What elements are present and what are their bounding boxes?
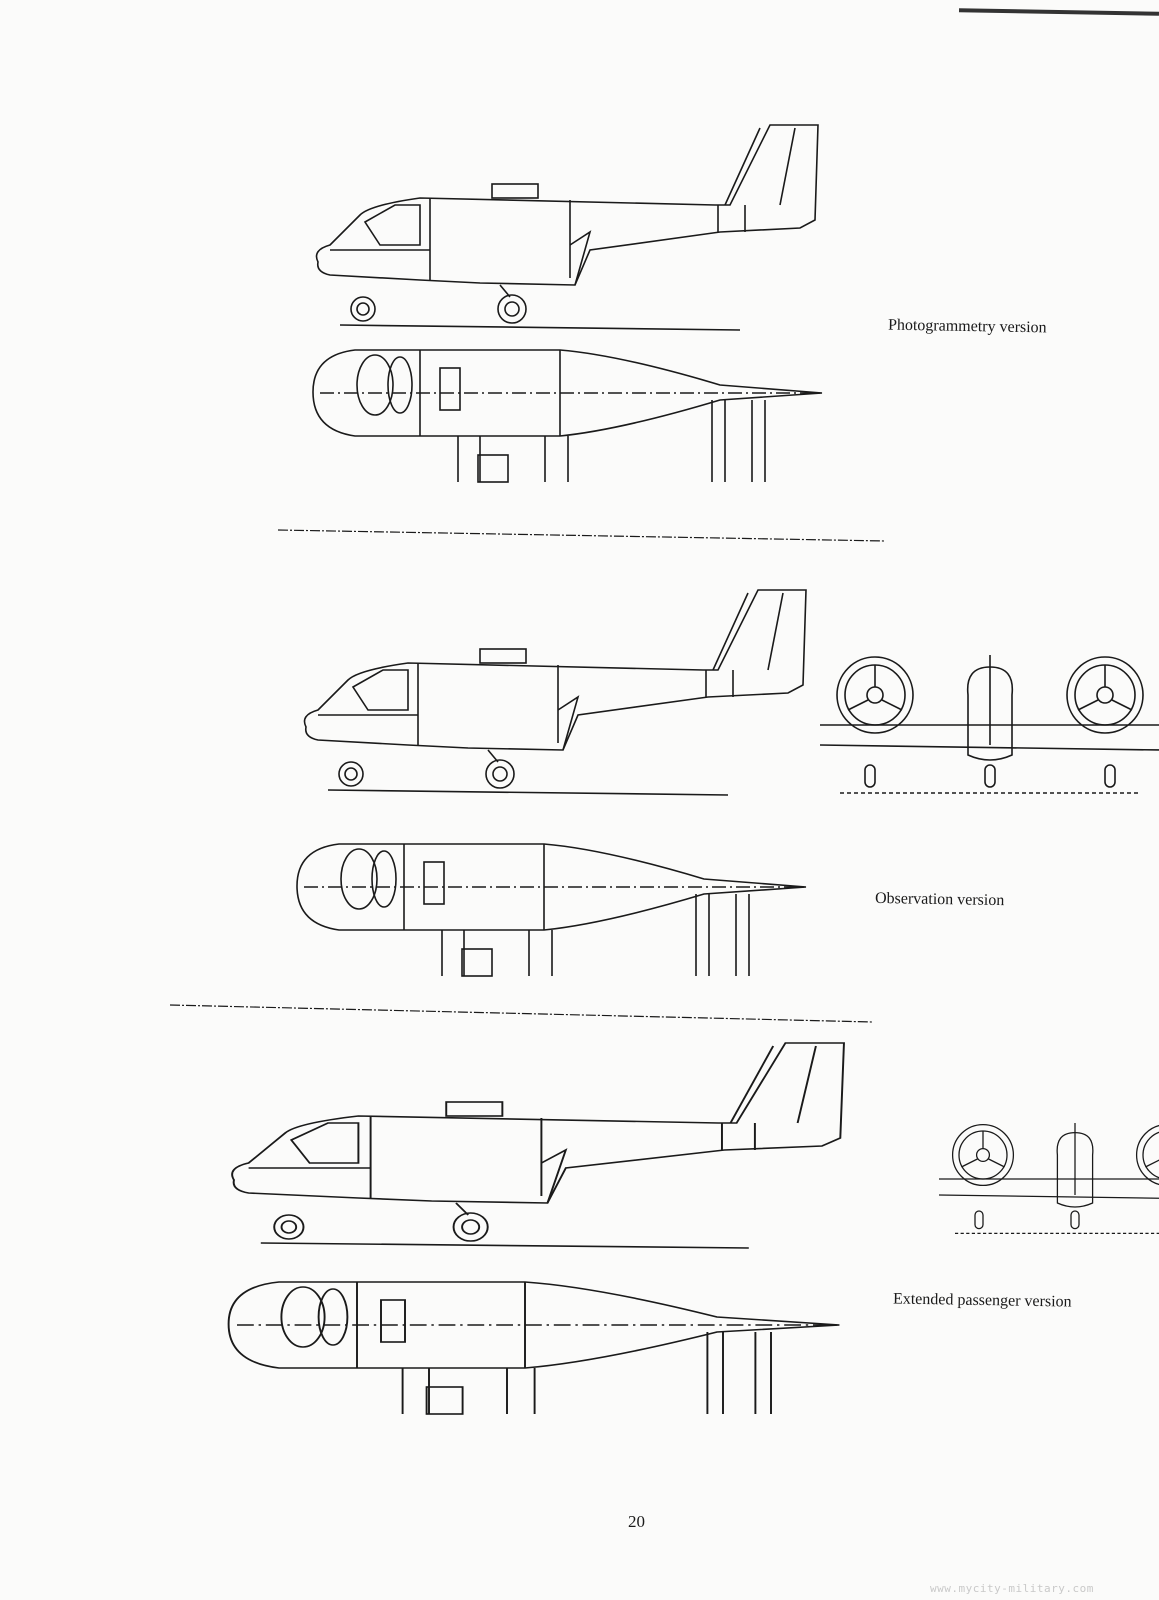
section-divider [169, 1004, 873, 1023]
extended-passenger-front-view [938, 1122, 1159, 1235]
photogrammetry-side-view [315, 124, 819, 331]
extended-passenger-top-view [227, 1281, 841, 1415]
section-divider [277, 529, 886, 542]
observation-front-view [819, 654, 1159, 794]
observation-side-view [303, 589, 807, 796]
caption-photogrammetry-version: Photogrammetry version [887, 316, 1047, 337]
caption-observation-version: Observation version [874, 889, 1005, 910]
caption-extended-passenger-version: Extended passenger version [892, 1290, 1072, 1311]
extended-passenger-side-view [231, 1042, 845, 1249]
page-number: 20 [628, 1512, 645, 1531]
observation-top-view [296, 843, 807, 977]
photogrammetry-top-view [312, 349, 823, 483]
watermark: www.mycity-military.com [930, 1582, 1094, 1595]
